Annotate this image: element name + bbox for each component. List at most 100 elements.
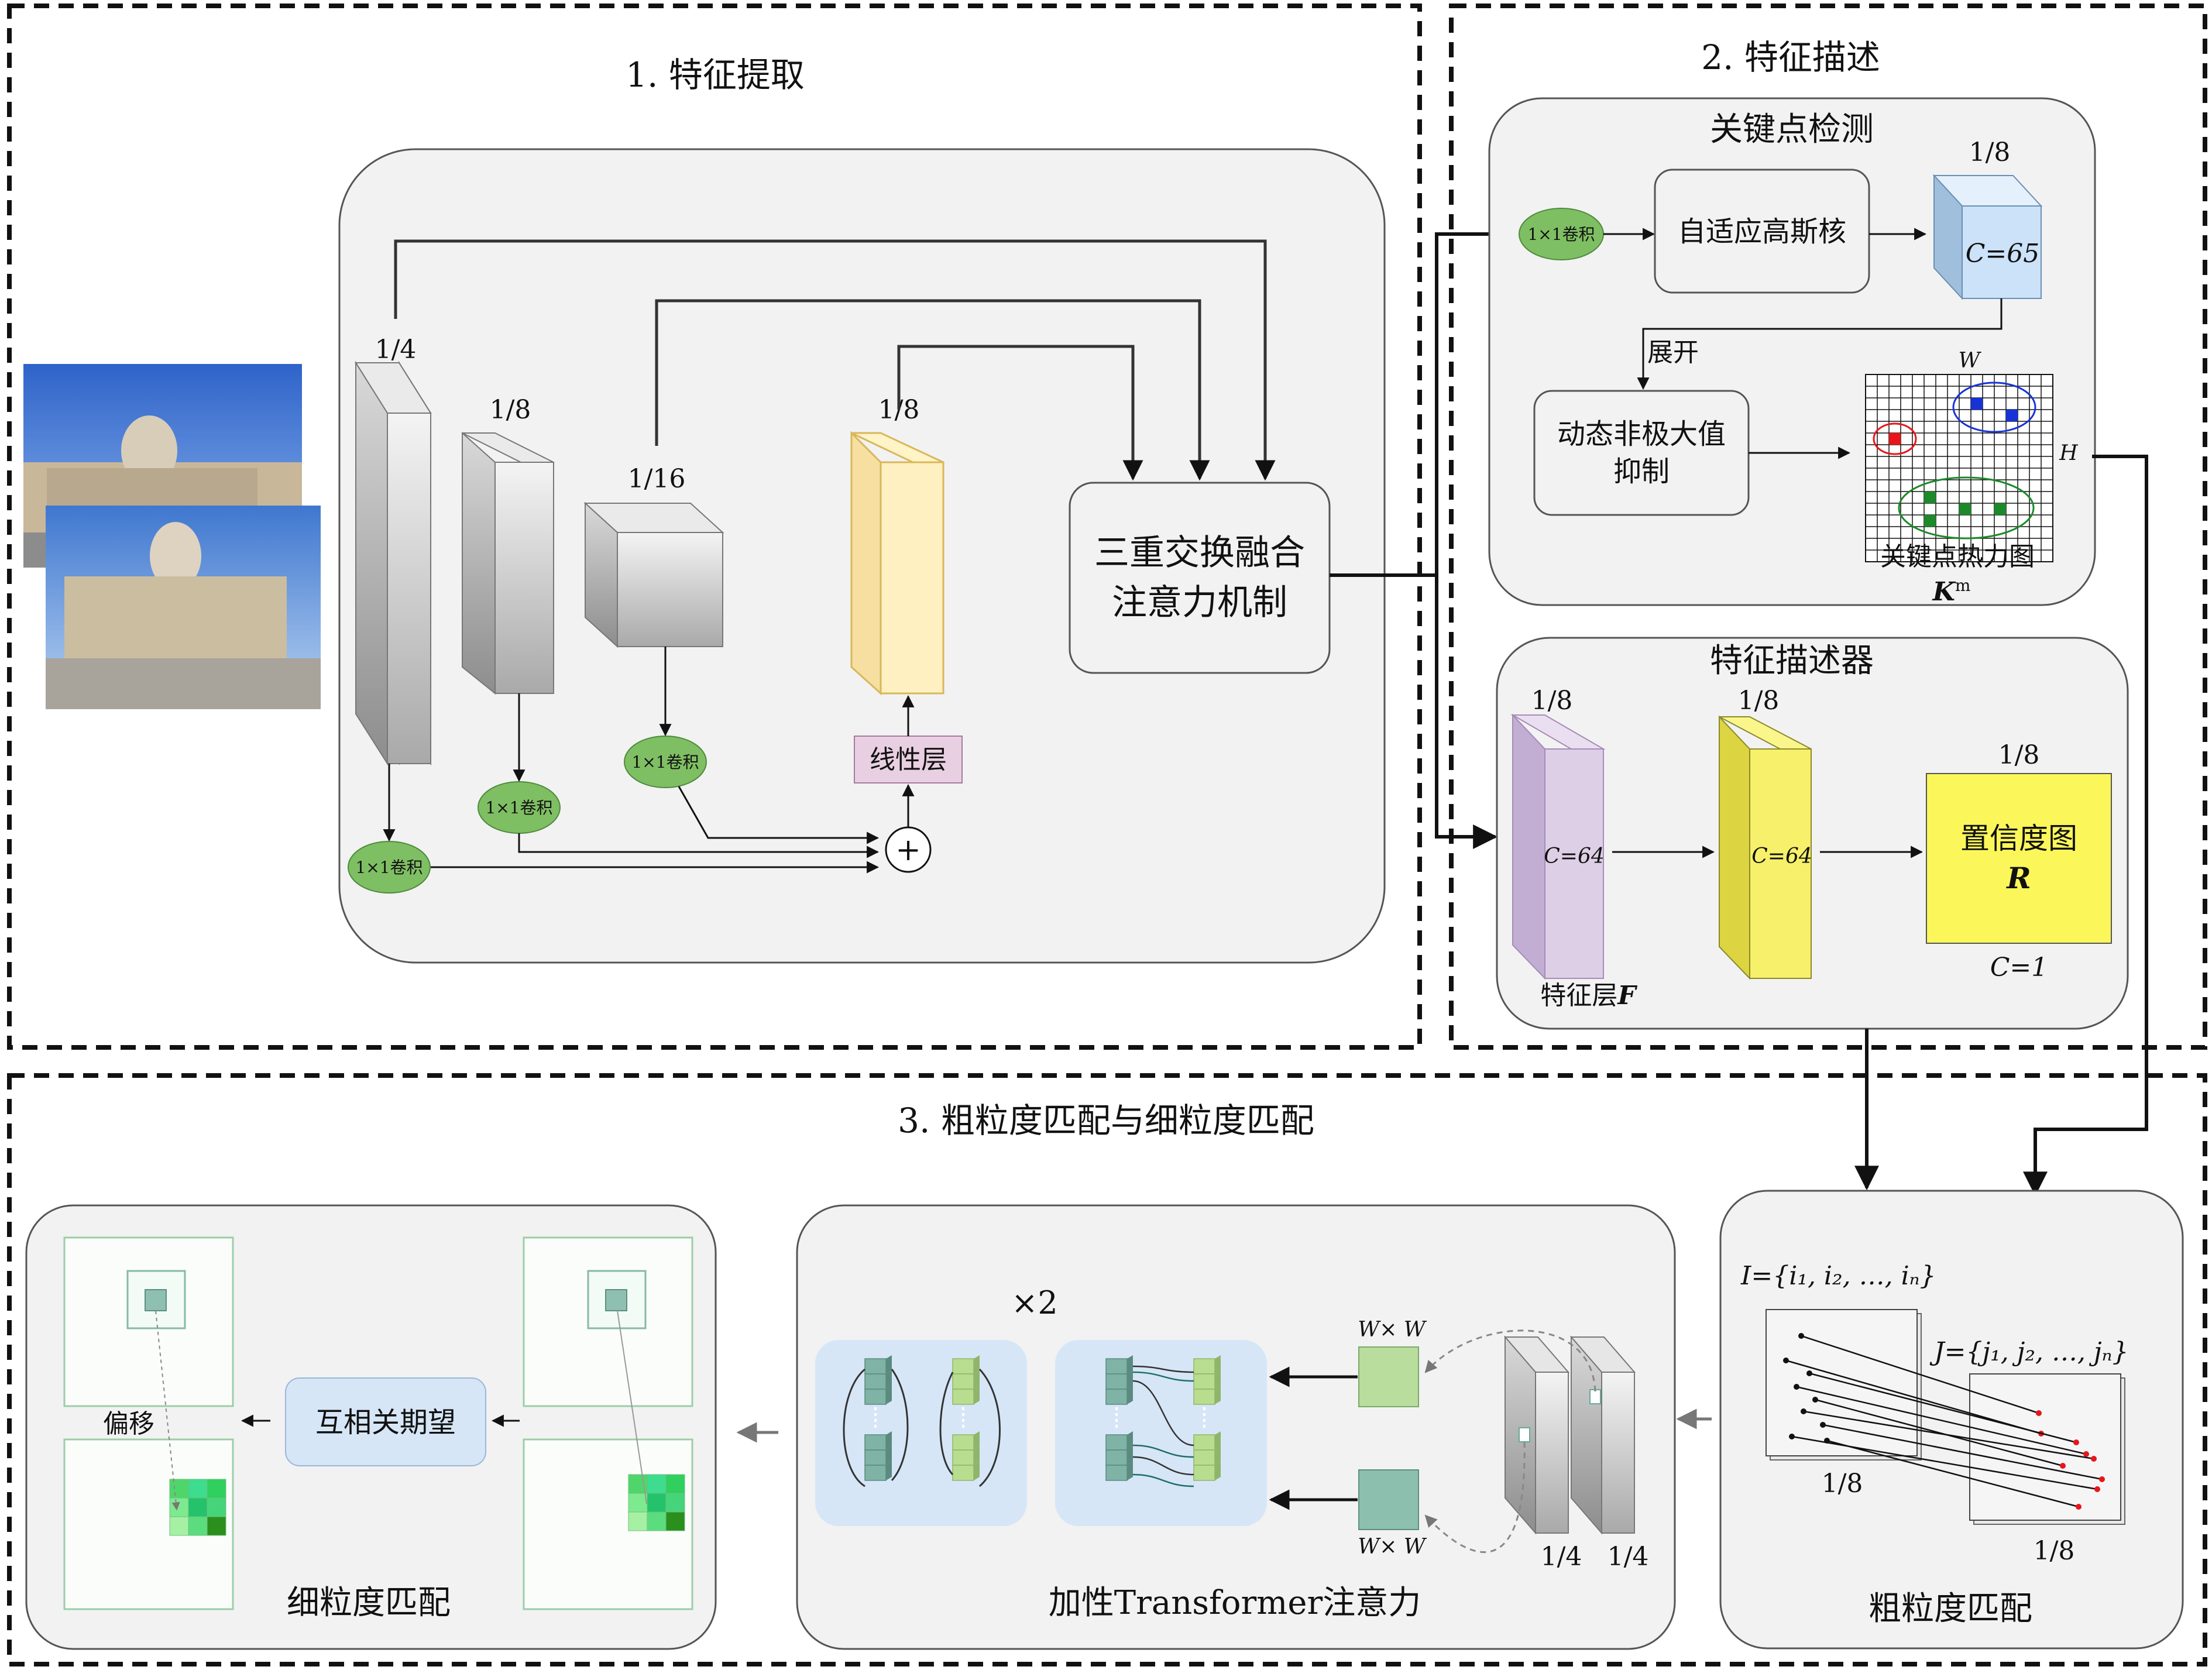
purple-cube-scale: 1/8 <box>1531 686 1573 716</box>
attention-token <box>1193 1358 1215 1375</box>
dashed-patch-link-top <box>1424 1329 1596 1392</box>
skip-connection-2 <box>655 299 1210 481</box>
attention-token-side <box>1215 1370 1221 1389</box>
confidence-map-box <box>1926 773 2112 944</box>
fine-grid-cell <box>207 1497 226 1517</box>
cube-yellow-side <box>850 431 882 696</box>
confidence-scale: 1/8 <box>1998 740 2040 770</box>
attention-token <box>1193 1465 1215 1481</box>
heatmap-keypoint-cell <box>1924 515 1936 527</box>
attention-token <box>1105 1434 1128 1451</box>
attention-token <box>864 1373 887 1390</box>
cube-sixteenth-side <box>585 501 618 648</box>
fine-grid-right <box>628 1474 685 1531</box>
attention-token-side <box>974 1370 980 1389</box>
fusion-line-1: 三重交换融合 <box>1094 532 1305 573</box>
attention-token <box>952 1389 974 1405</box>
attention-token <box>952 1358 974 1375</box>
match-point-source <box>1783 1358 1789 1363</box>
fmap-b-side <box>1571 1335 1602 1535</box>
match-line <box>1826 1439 2079 1508</box>
coarse-scale-b: 1/8 <box>2034 1536 2075 1566</box>
coarse-map-a <box>1766 1309 1918 1456</box>
attention-token <box>1105 1449 1128 1466</box>
cross-corr-box <box>285 1377 486 1466</box>
attention-token-side <box>974 1431 980 1450</box>
match-point-source <box>1789 1434 1795 1439</box>
heatmap-keypoint-cell <box>2006 410 2018 421</box>
attention-token-side <box>1127 1431 1133 1450</box>
scale-eighth-label: 1/8 <box>490 395 531 425</box>
match-point-source <box>1820 1422 1826 1428</box>
fine-grid-cell <box>647 1474 667 1494</box>
section-3-title: 3. 粗粒度匹配与细粒度匹配 <box>898 1101 1314 1140</box>
offset-label: 偏移 <box>103 1409 154 1439</box>
blue-cube-channels: C=65 <box>1966 239 2040 269</box>
heatmap-keypoint-cell <box>1959 503 1971 515</box>
section-matching-frame <box>7 1073 2207 1666</box>
confidence-channels: C=1 <box>1990 953 2048 982</box>
attention-token-side <box>886 1370 892 1389</box>
fine-link-left <box>155 1310 180 1511</box>
fmap-b-scale: 1/4 <box>1608 1542 1649 1572</box>
nms-line-1: 动态非极大值 <box>1557 418 1726 451</box>
cross-attn-link <box>1132 1365 1194 1373</box>
conv-label-sixteenth: 1×1卷积 <box>631 752 699 772</box>
match-point-target <box>2036 1410 2042 1416</box>
nms-box <box>1533 390 1750 516</box>
match-line <box>1796 1386 2087 1455</box>
fine-grid-cell <box>169 1516 189 1536</box>
attention-token-side <box>974 1446 980 1465</box>
cube-quarter-side <box>355 360 388 766</box>
section-description-frame <box>1449 4 2207 1050</box>
section-2-title: 2. 特征描述 <box>1701 37 1880 77</box>
fine-grid-cell <box>665 1493 685 1513</box>
attention-token-side <box>1127 1370 1133 1389</box>
patch-top <box>1358 1346 1419 1407</box>
cube-sixteenth-front <box>617 532 723 647</box>
match-point-source <box>1806 1370 1812 1376</box>
cross-attn-link <box>1132 1473 1194 1487</box>
set-i-label: I={i₁, i₂, …, iₙ} <box>1740 1261 1936 1291</box>
fine-grid-cell <box>665 1511 685 1531</box>
attention-token <box>1105 1389 1128 1405</box>
match-point-source <box>1801 1408 1806 1414</box>
match-point-source <box>1794 1384 1799 1390</box>
self-attn-loop <box>891 1369 909 1482</box>
sum-node-symbol: + <box>895 833 921 868</box>
match-point-target <box>2094 1486 2100 1492</box>
match-point-target <box>2073 1439 2079 1445</box>
fusion-output-connector <box>1330 222 1519 577</box>
scale-quarter-label: 1/4 <box>375 335 417 365</box>
match-point-target <box>2060 1463 2066 1469</box>
linear-layer-label: 线性层 <box>870 745 947 775</box>
attention-token-side <box>886 1462 892 1480</box>
cube-yellow-front <box>880 461 944 695</box>
fine-grid-cell <box>628 1511 648 1531</box>
attention-token <box>864 1449 887 1466</box>
attention-token <box>864 1389 887 1405</box>
fine-grid-cell <box>169 1479 189 1499</box>
attention-token-side <box>974 1355 980 1374</box>
attention-token <box>1193 1434 1215 1451</box>
cross-corr-label: 互相关期望 <box>315 1406 456 1439</box>
patch-bottom-label: W× W <box>1358 1535 1427 1559</box>
fine-map-tr-patch-inner <box>605 1289 627 1311</box>
heatmap-h-label: H <box>2059 441 2078 465</box>
fmap-b-front <box>1601 1372 1635 1534</box>
descriptor-panel-title: 特征描述器 <box>1710 642 1874 680</box>
attention-token-side <box>1215 1446 1221 1465</box>
heatmap-region-red <box>1873 422 1917 455</box>
cross-attn-link <box>1132 1371 1194 1382</box>
confidence-line-1: 置信度图 <box>1960 822 2077 855</box>
attention-token-side <box>1127 1386 1133 1404</box>
yellow2-cube-side <box>1719 715 1750 980</box>
attention-token <box>952 1449 974 1466</box>
purple-cube-channels: C=64 <box>1544 844 1605 868</box>
attention-token-side <box>1215 1431 1221 1450</box>
self-attn-loop <box>939 1372 954 1476</box>
dashed-patch-link-bottom <box>1424 1441 1526 1554</box>
heatmap-region-blue <box>1952 382 2036 433</box>
cube-eighth-side <box>462 431 496 695</box>
